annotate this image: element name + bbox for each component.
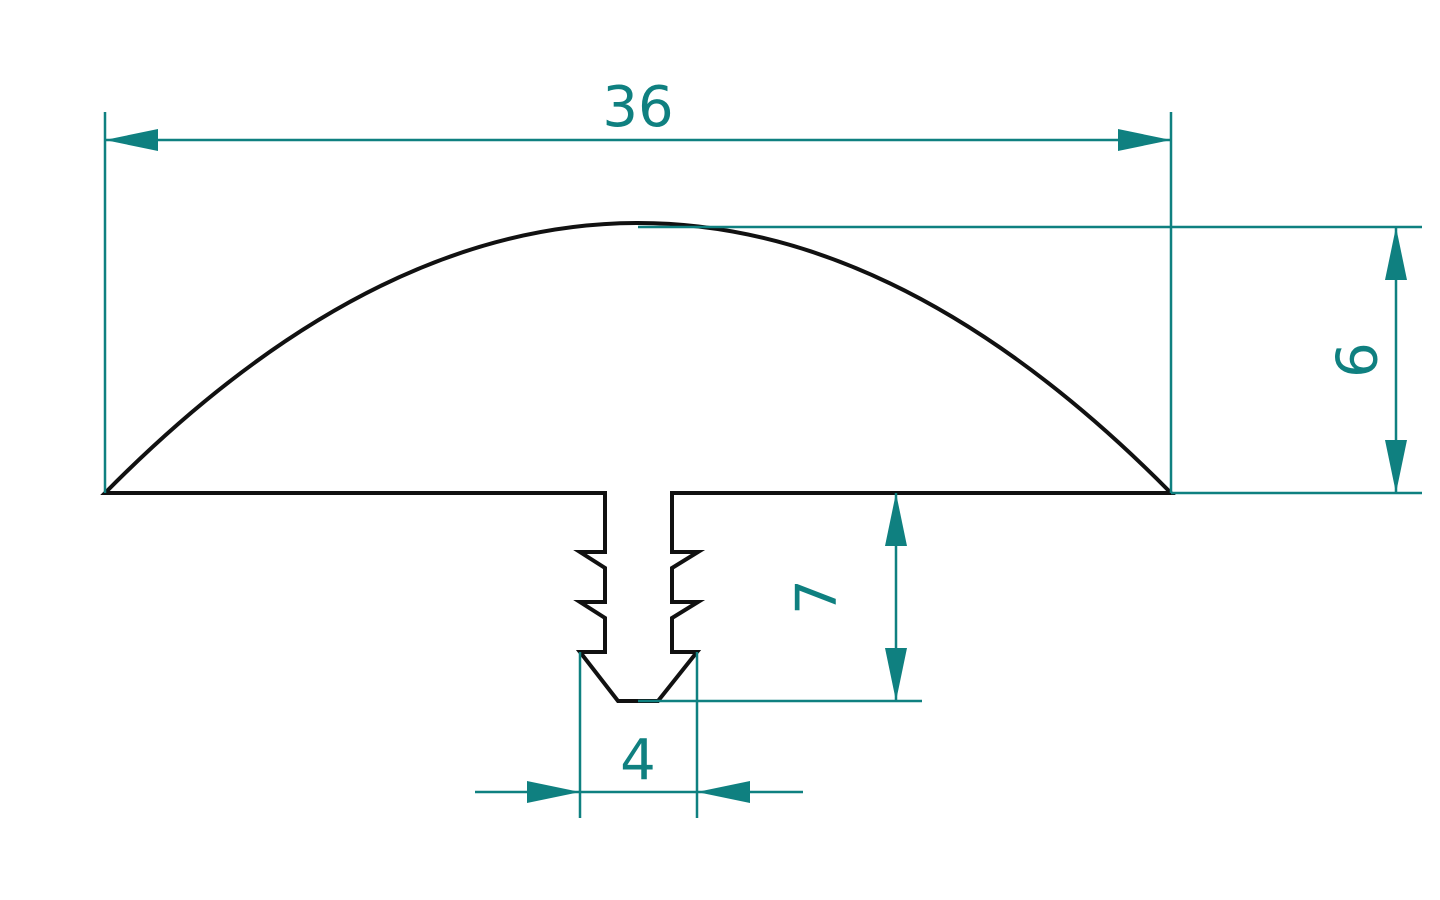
arrowhead-stem-bottom (885, 648, 907, 701)
dimension-label-stem-length: 7 (785, 579, 850, 615)
dimension-label-width: 36 (602, 75, 673, 140)
arrowhead-stem-width-right (697, 781, 750, 803)
profile-dome-and-stem (100, 221, 1176, 703)
arrowhead-bottom (1385, 440, 1407, 493)
profile-outline (100, 221, 1176, 703)
arrowhead-right (1118, 129, 1171, 151)
dimension-label-stem-width: 4 (620, 728, 656, 793)
arrowhead-top (1385, 227, 1407, 280)
arrowhead-left (105, 129, 158, 151)
dimension-overall-width (103, 112, 1173, 493)
arrowhead-stem-width-left (527, 781, 580, 803)
arrowhead-stem-top (885, 493, 907, 546)
dimension-label-height: 9 (1322, 342, 1387, 378)
dimension-dome-height (638, 225, 1422, 495)
